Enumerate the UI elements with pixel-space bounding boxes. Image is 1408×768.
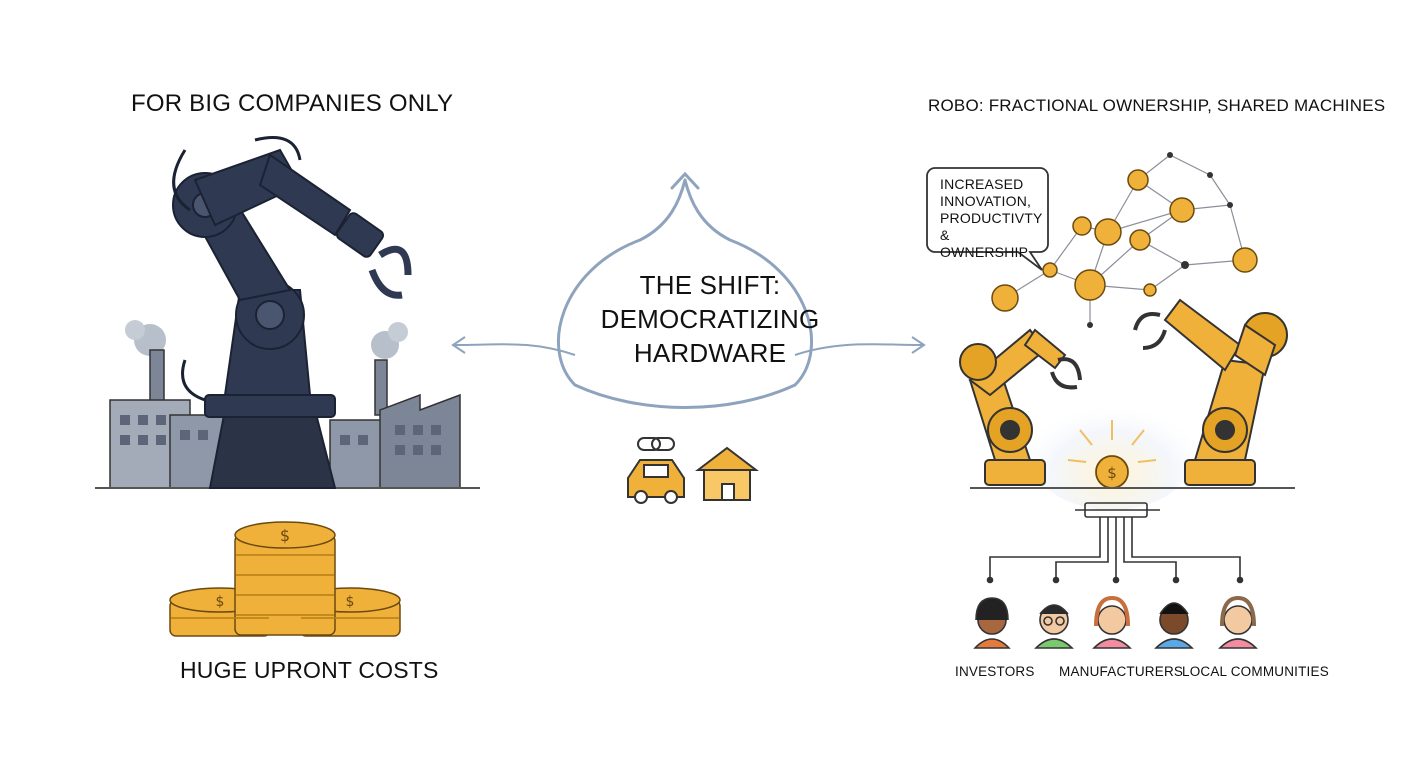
house-icon [695, 446, 759, 501]
callout-bubble [926, 167, 1049, 271]
person-avatar-icon [1154, 602, 1194, 649]
factory-icon [95, 320, 480, 489]
left-caption: HUGE UPRONT COSTS [180, 657, 439, 683]
center-title: THE SHIFT: DEMOCRATIZING HARDWARE [560, 268, 860, 370]
person-avatar-icon [1034, 604, 1074, 649]
callout-line: OWNERSHIP [940, 244, 1029, 260]
right-title: ROBO: FRACTIONAL OWNERSHIP, SHARED MACHI… [928, 96, 1386, 115]
left-arrow [451, 336, 576, 356]
center-title-line: HARDWARE [633, 338, 787, 368]
coin-stack-icon: $ $ $ [169, 521, 401, 637]
glow [1027, 390, 1197, 510]
person-avatar-icon [1218, 595, 1258, 649]
person-avatar-icon [1092, 595, 1132, 649]
svg-text:$: $ [280, 526, 290, 545]
link-icon [637, 437, 675, 451]
gold-robot-arm-icon [1133, 298, 1288, 486]
dark-robot-arm-icon [172, 136, 412, 489]
coin-network-icon [991, 152, 1258, 328]
left-title: FOR BIG COMPANIES ONLY [131, 90, 454, 117]
stakeholder-label-investors: INVESTORS [955, 664, 1035, 679]
callout-line: INNOVATION, [940, 193, 1032, 209]
center-title-line: DEMOCRATIZING [600, 304, 820, 334]
svg-text:$: $ [216, 594, 225, 610]
callout-text: INCREASED INNOVATION, PRODUCTIVTY & OWNE… [940, 176, 1045, 261]
svg-text:$: $ [1107, 464, 1117, 482]
callout-line: PRODUCTIVTY & [940, 210, 1043, 243]
car-icon [627, 459, 685, 504]
stakeholder-label-local-communities: LOCAL COMMUNITIES [1182, 664, 1329, 679]
stakeholder-label-manufacturers: MANUFACTURERS [1059, 664, 1184, 679]
svg-text:$: $ [346, 594, 355, 610]
center-title-line: THE SHIFT: [639, 270, 781, 300]
person-avatar-icon [973, 597, 1011, 649]
distribution-tree [986, 502, 1244, 584]
callout-line: INCREASED [940, 176, 1024, 192]
right-arrow [794, 336, 926, 356]
gold-robot-arm-icon [959, 328, 1295, 489]
